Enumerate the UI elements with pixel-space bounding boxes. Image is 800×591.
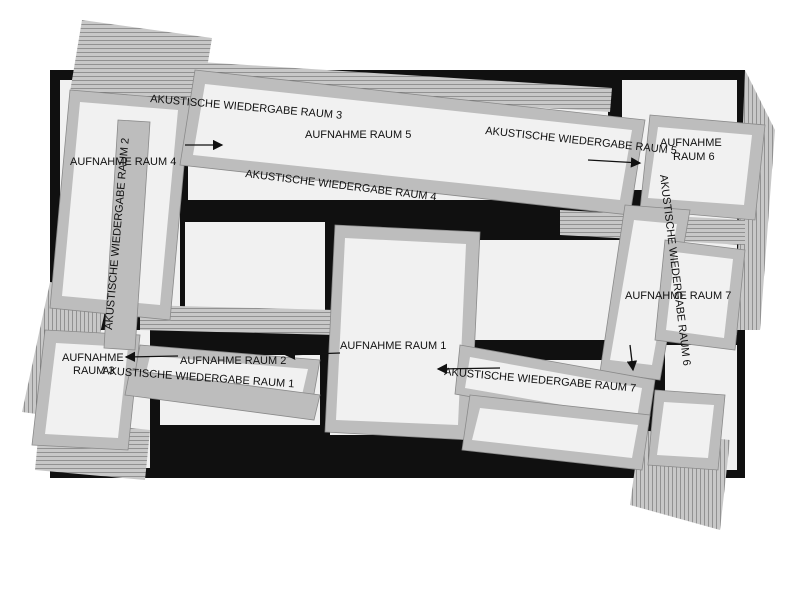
label-auf6-a: AUFNAHME: [660, 137, 722, 149]
arrows: [124, 139, 642, 375]
label-auf3-a: AUFNAHME: [62, 352, 124, 364]
arrow-to-aufnahme-3: [124, 351, 179, 363]
label-auf2: AUFNAHME RAUM 2: [180, 355, 286, 367]
label-auf7: AUFNAHME RAUM 7: [625, 290, 731, 302]
room-mid-right: [475, 240, 620, 340]
label-auf5: AUFNAHME RAUM 5: [305, 129, 411, 141]
label-auf3-b: RAUM 3: [73, 365, 115, 377]
arrow-to-aufnahme-2: [284, 349, 341, 360]
label-auf4: AUFNAHME RAUM 4: [70, 156, 176, 168]
arrow-down-right: [626, 344, 638, 372]
arrow-to-aufnahme-6: [587, 157, 642, 168]
paper-strips: [31, 69, 766, 471]
label-auf6-b: RAUM 6: [673, 151, 715, 163]
arrow-to-aufnahme-1: [436, 363, 501, 375]
label-auf1: AUFNAHME RAUM 1: [340, 340, 446, 352]
